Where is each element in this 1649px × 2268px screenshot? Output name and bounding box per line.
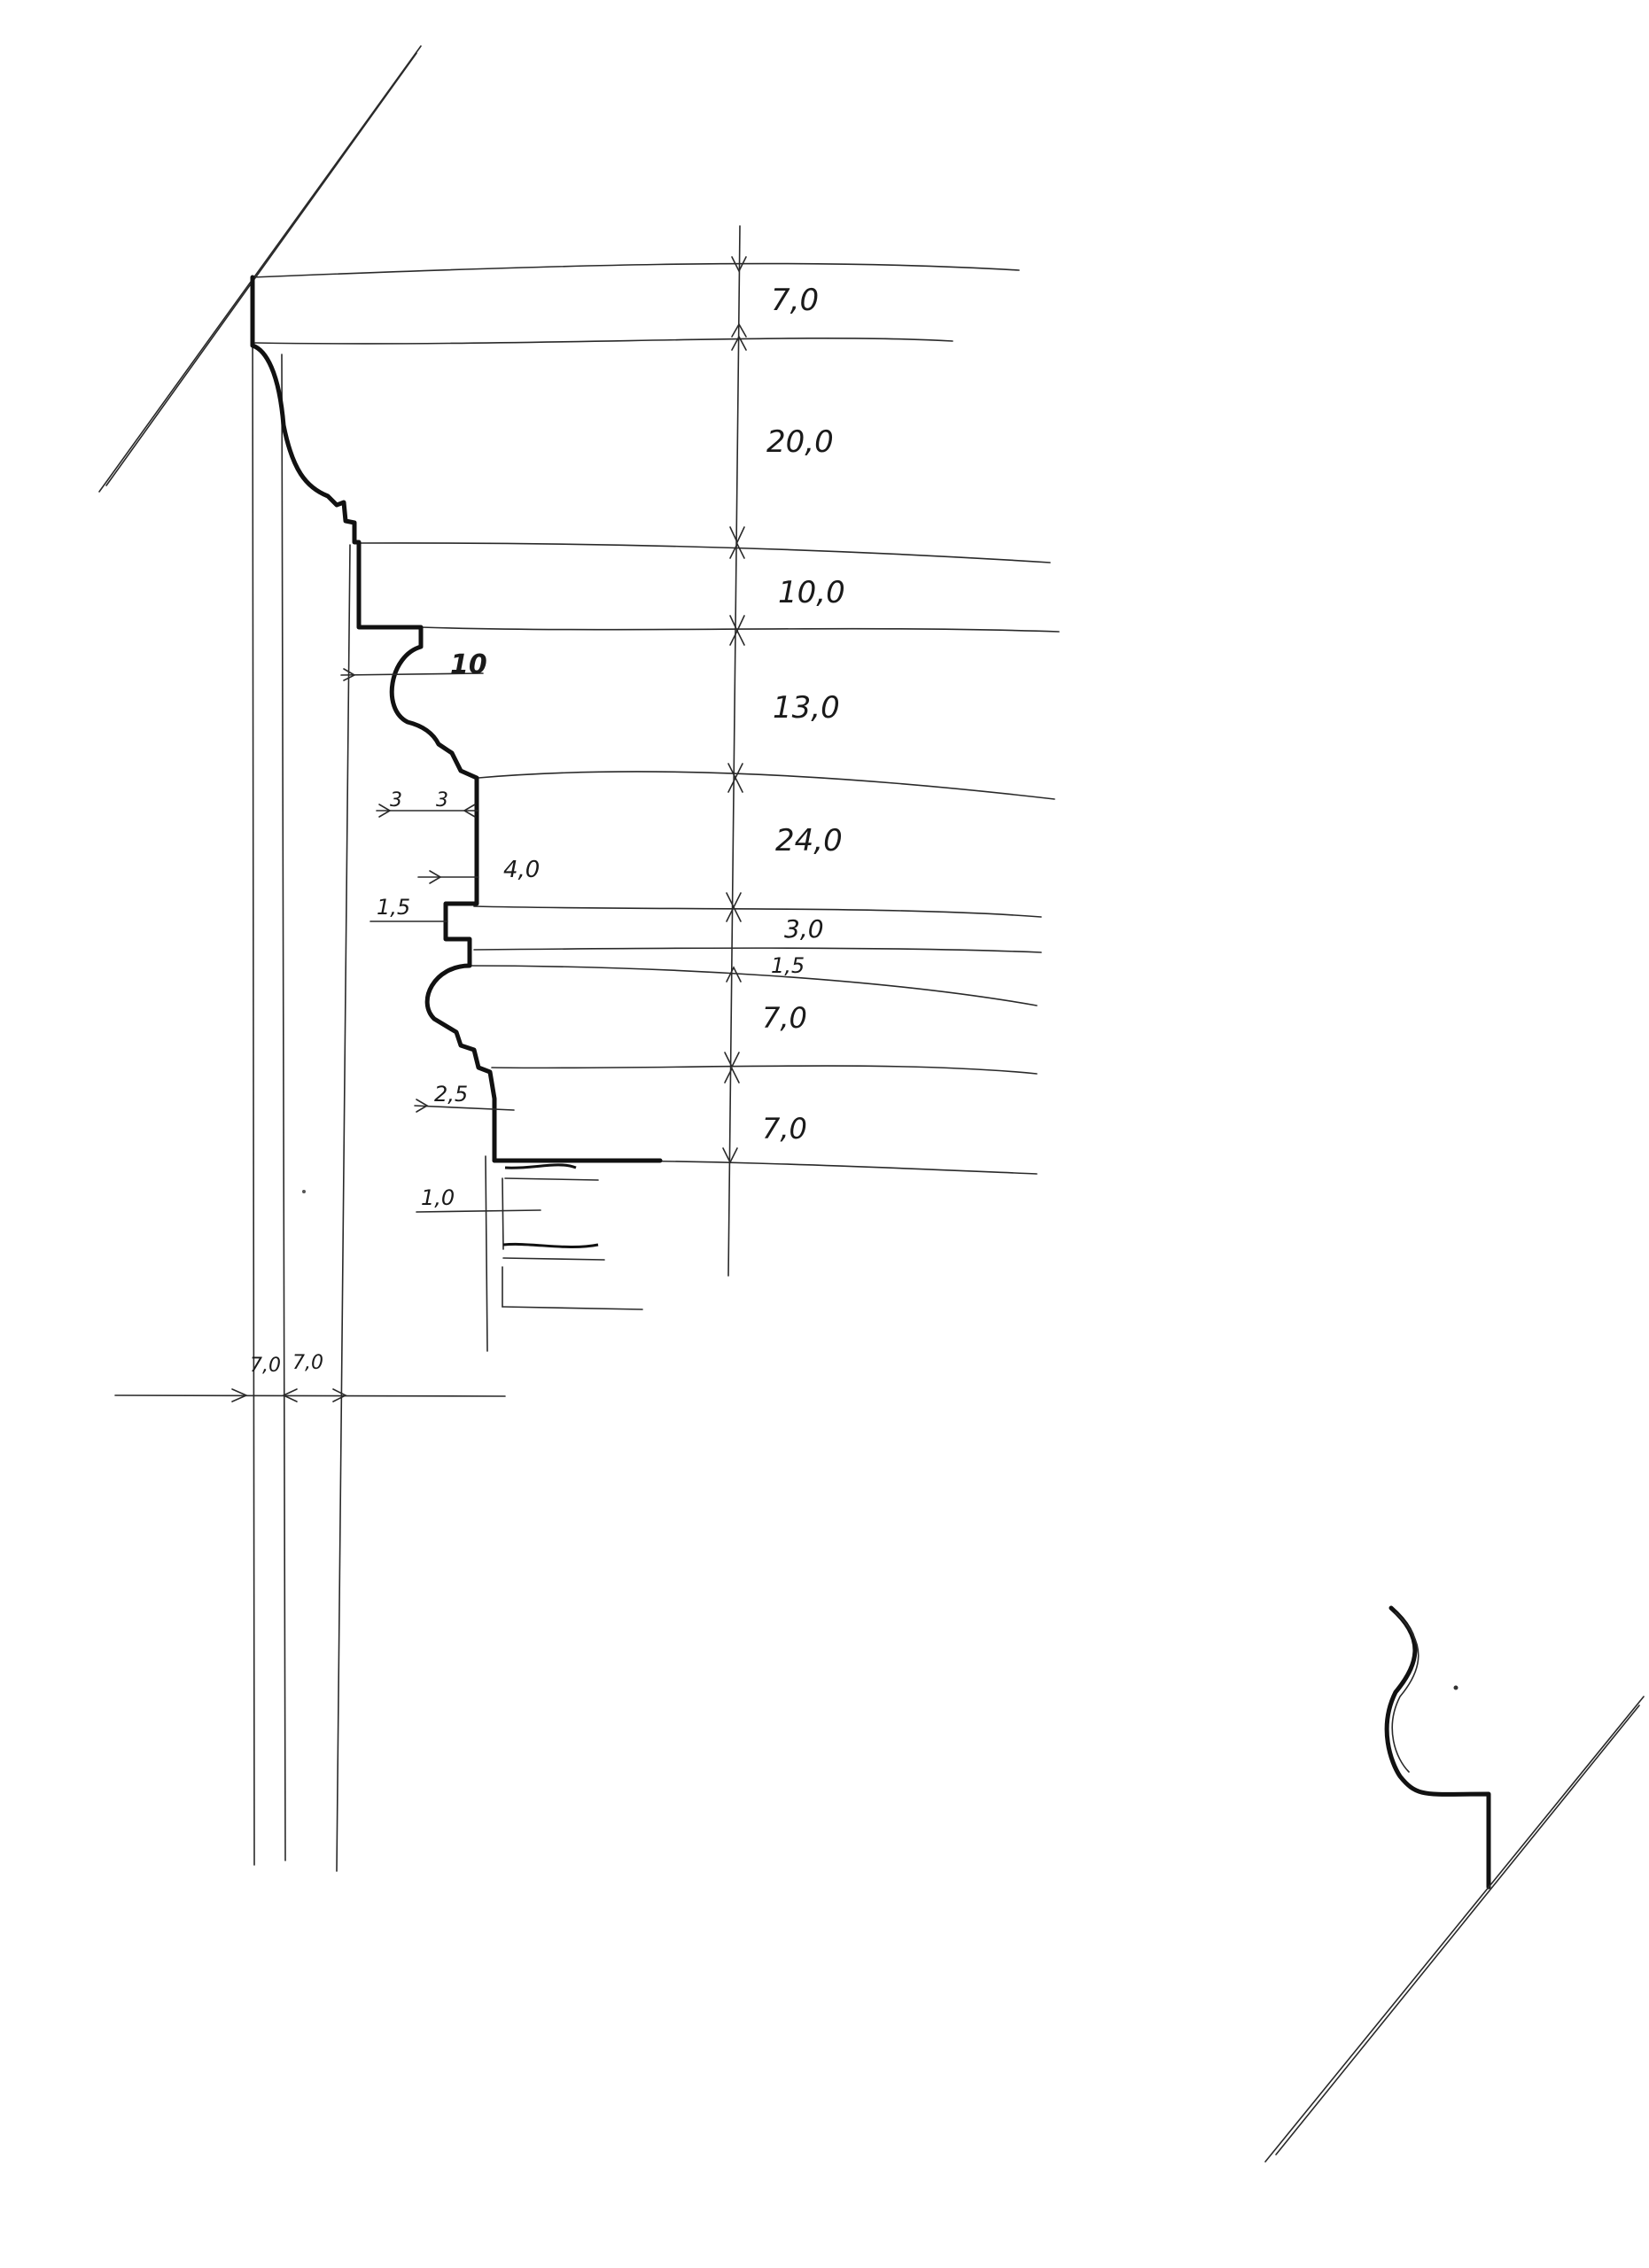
- vertical-ref-1: [252, 278, 255, 1866]
- dim-label-4: 13,0: [773, 690, 840, 726]
- vertical-ref-4: [485, 1155, 488, 1352]
- width-dimension-line: [114, 1394, 506, 1397]
- cove-depth-label: 10: [450, 649, 487, 680]
- base-hatching: [504, 1163, 577, 1169]
- width-label-right: 7,0: [292, 1352, 323, 1374]
- level-line-8: [491, 1065, 1038, 1075]
- dim-label-1: 7,0: [771, 283, 819, 318]
- vertical-ref-2: [281, 353, 286, 1861]
- dim-label-2: 20,0: [766, 424, 834, 460]
- width-label-left: 7,0: [250, 1355, 281, 1377]
- level-line-0: [252, 262, 1020, 278]
- diagonal-guide-bottom: [1264, 1696, 1645, 2163]
- pencil-dot-2: [302, 1190, 306, 1193]
- bead-width-label: 1,5: [377, 895, 410, 920]
- dimension-axis: [727, 225, 741, 1277]
- secondary-profile: [1384, 1605, 1491, 1890]
- ovolo-depth-label: 2,5: [434, 1082, 468, 1107]
- level-line-3: [420, 626, 1060, 633]
- base-offset-label: 1,0: [421, 1185, 455, 1210]
- level-line-1: [254, 337, 953, 345]
- cornice-profile: [250, 275, 497, 1163]
- step-left-label: 3: [390, 789, 402, 812]
- level-line-6: [473, 947, 1042, 953]
- step-right-label: 3: [436, 789, 448, 812]
- secondary-profile-echo: [1391, 1612, 1420, 1773]
- dim-label-5: 24,0: [775, 823, 843, 858]
- base-foot-line: [502, 1306, 643, 1310]
- dim-label-8: 7,0: [762, 1001, 807, 1035]
- base-vertical: [502, 1177, 504, 1250]
- diagonal-guide-top-2: [105, 52, 417, 486]
- level-line-5: [473, 905, 1042, 918]
- dim-label-3: 10,0: [778, 575, 845, 610]
- level-line-7: [464, 965, 1038, 1006]
- vertical-ref-3: [336, 544, 351, 1872]
- base-hatching-2: [502, 1242, 599, 1249]
- dim-label-6: 3,0: [784, 914, 824, 944]
- dim-label-7: 1,5: [771, 953, 805, 978]
- base-lower-line: [504, 1177, 599, 1181]
- fillet-depth-label: 4,0: [503, 857, 540, 883]
- diagonal-guide-top: [98, 45, 422, 493]
- dimension-arrows: [722, 256, 747, 1164]
- diagonal-guide-bottom-2: [1275, 1705, 1640, 2155]
- base-lower-line-2: [502, 1257, 605, 1261]
- pencil-dot: [1453, 1685, 1458, 1690]
- level-line-2: [358, 542, 1051, 563]
- level-line-4: [478, 771, 1055, 800]
- dim-label-9: 7,0: [762, 1112, 807, 1146]
- width-arrows: [231, 1388, 347, 1402]
- offset-leaders: [340, 668, 541, 1213]
